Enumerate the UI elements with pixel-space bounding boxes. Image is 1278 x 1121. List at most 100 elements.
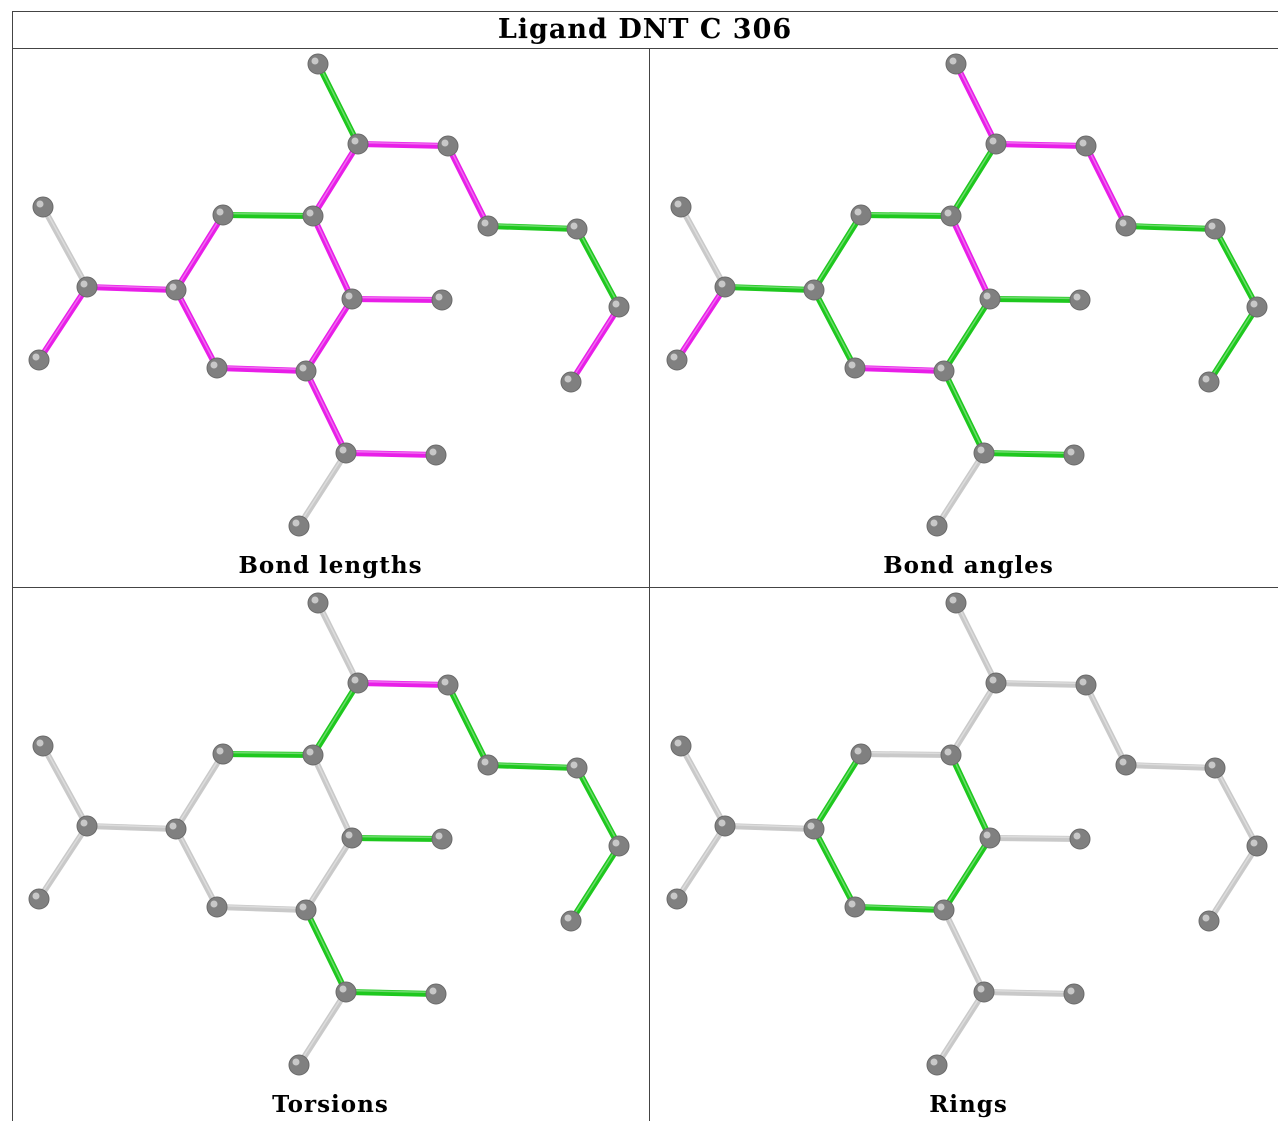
atom-shine-3: [1119, 758, 1127, 766]
bond-highlight-8: [813, 213, 862, 289]
atom-shine-14: [339, 446, 347, 454]
atom-7: [940, 205, 962, 227]
caption-bond-angles: Bond angles: [883, 552, 1054, 579]
bond-highlight-17: [943, 369, 985, 452]
atom-0: [945, 592, 967, 614]
bond-4: [574, 765, 622, 849]
bond-highlight-12: [312, 753, 353, 837]
bond-2: [1083, 143, 1129, 229]
atom-4: [566, 218, 588, 240]
atom-8: [212, 743, 234, 765]
atom-15: [425, 444, 447, 466]
atom-2: [1075, 674, 1097, 696]
bond-8: [173, 751, 226, 832]
caption-bond-lengths: Bond lengths: [238, 552, 423, 579]
atom-shine-18: [674, 200, 682, 208]
bond-highlight-1: [995, 680, 1087, 685]
atom-0: [307, 53, 329, 75]
molecule-torsions: [28, 592, 630, 1076]
bond-highlight-9: [813, 288, 856, 367]
atom-shine-19: [32, 892, 40, 900]
bond-highlight-0: [955, 62, 997, 143]
bond-9: [173, 826, 220, 910]
bond-9: [811, 826, 858, 910]
atom-8: [212, 204, 234, 226]
bond-highlight-0: [317, 62, 359, 143]
atom-shine-15: [429, 987, 437, 995]
atom-15: [1063, 444, 1085, 466]
bond-4: [1212, 226, 1260, 310]
bond-9: [173, 287, 220, 371]
atom-shine-19: [670, 892, 678, 900]
atom-shine-9: [169, 283, 177, 291]
bond-highlight-4: [1214, 766, 1258, 845]
atom-shine-16: [292, 1058, 300, 1066]
bond-highlight-13: [680, 205, 726, 286]
bond-highlight-4: [576, 766, 620, 845]
atom-12: [341, 827, 363, 849]
atom-14: [973, 981, 995, 1003]
bond-6: [948, 141, 999, 219]
atom-shine-2: [441, 678, 449, 686]
atom-shine-10: [210, 361, 218, 369]
atom-12: [341, 288, 363, 310]
bond-highlight-3: [487, 223, 578, 229]
atom-19: [666, 349, 688, 371]
bond-1: [993, 680, 1089, 688]
bond-3: [485, 762, 580, 771]
atom-shine-12: [983, 292, 991, 300]
bond-12: [948, 213, 993, 302]
atom-15: [425, 983, 447, 1005]
atom-18: [32, 735, 54, 757]
atom-17: [76, 276, 98, 298]
atom-shine-17: [718, 819, 726, 827]
bond-highlight-2: [1085, 144, 1127, 225]
bond-highlight-13: [42, 205, 88, 286]
atom-10: [206, 357, 228, 379]
atom-shine-14: [977, 985, 985, 993]
bond-18: [981, 989, 1077, 997]
atom-6: [1198, 371, 1220, 393]
bond-0: [315, 61, 361, 147]
atom-shine-17: [718, 280, 726, 288]
bond-highlight-7: [860, 212, 952, 216]
bond-17: [303, 907, 349, 995]
bond-highlight-10: [216, 365, 307, 371]
bond-highlight-8: [175, 213, 224, 289]
bond-11: [303, 835, 355, 913]
bond-highlight-14: [38, 824, 88, 898]
atom-shine-2: [441, 139, 449, 147]
bond-1: [993, 141, 1089, 149]
bond-18: [343, 989, 439, 997]
bond-highlight-16: [989, 296, 1081, 300]
panel-torsions: Torsions: [12, 588, 649, 1121]
atom-shine-12: [345, 831, 353, 839]
atom-shine-10: [848, 900, 856, 908]
atom-15: [1063, 983, 1085, 1005]
bond-highlight-19: [936, 451, 985, 525]
bond-16: [987, 835, 1083, 842]
atom-12: [979, 827, 1001, 849]
bond-highlight-3: [487, 762, 578, 768]
atom-11: [933, 360, 955, 382]
atom-16: [926, 515, 948, 537]
atom-17: [714, 815, 736, 837]
bond-10: [852, 904, 947, 913]
bond-highlight-6: [950, 681, 997, 754]
bond-0: [315, 600, 361, 686]
atom-shine-19: [670, 353, 678, 361]
bond-6: [310, 141, 361, 219]
caption-rings: Rings: [929, 1091, 1008, 1118]
bond-highlight-2: [1085, 683, 1127, 764]
atom-5: [1246, 296, 1268, 318]
bond-highlight-18: [983, 450, 1075, 455]
bond-19: [296, 989, 349, 1068]
atom-shine-8: [216, 747, 224, 755]
bond-highlight-14: [38, 285, 88, 359]
atom-shine-8: [216, 208, 224, 216]
atom-shine-14: [977, 446, 985, 454]
atom-shine-0: [949, 596, 957, 604]
bond-highlight-9: [813, 827, 856, 906]
atom-shine-9: [807, 283, 815, 291]
bond-13: [40, 743, 90, 829]
